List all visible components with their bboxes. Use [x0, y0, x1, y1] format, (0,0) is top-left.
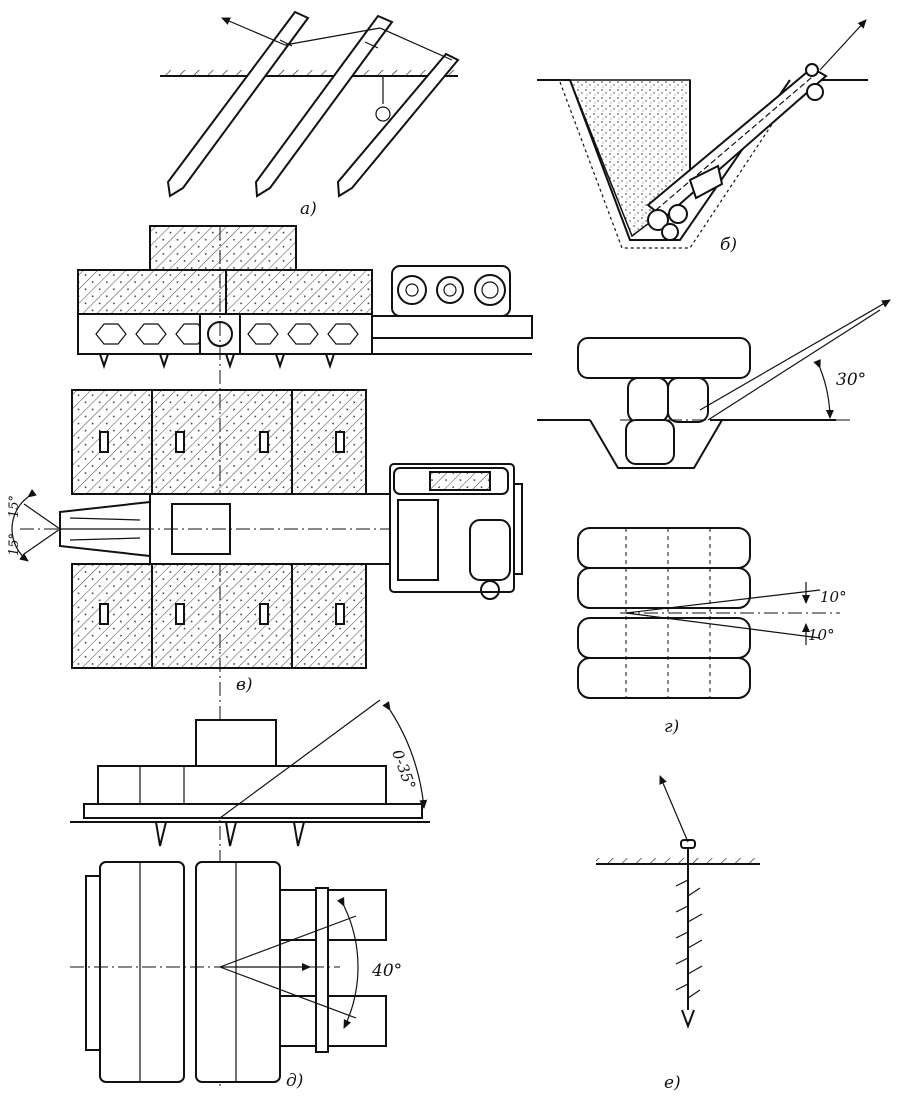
cable	[379, 27, 453, 61]
top-block	[577, 337, 751, 379]
winch-drum	[391, 265, 511, 317]
angle-10-up: 10°	[820, 588, 847, 606]
pull-arrow	[221, 17, 286, 46]
pull-line	[699, 299, 891, 411]
lifting-slots	[99, 431, 345, 625]
ballast-block	[77, 269, 227, 315]
angle-10-down: 10°	[808, 626, 835, 644]
label-v: в)	[236, 675, 253, 695]
label-b: б)	[720, 235, 737, 255]
ballast-block	[225, 269, 373, 315]
trench-outline	[569, 79, 791, 241]
ballast-block	[151, 389, 293, 495]
panel-v-side-view	[77, 225, 533, 1090]
outrigger	[279, 889, 387, 941]
ground-hatch	[160, 70, 458, 76]
ballast-block	[149, 225, 297, 271]
panel-e-diagram: е)	[596, 775, 760, 1093]
ballast-block	[291, 563, 367, 669]
angle-15-right: 15°	[7, 495, 22, 518]
drum	[195, 861, 281, 1083]
label-g: г)	[664, 717, 679, 737]
panel-d-diagram: 0-35° 40° д)	[70, 699, 430, 1091]
teeth	[99, 353, 335, 370]
tractor	[389, 463, 523, 600]
label-e: е)	[664, 1073, 681, 1093]
label-a: а)	[300, 199, 317, 219]
lift-line	[219, 699, 381, 819]
angle-15-left: 15°	[7, 533, 22, 556]
block	[625, 419, 675, 465]
drum	[99, 861, 185, 1083]
panel-a-diagram: а)	[160, 10, 460, 219]
panel-g-plan: 10° 10° г)	[577, 527, 847, 737]
angle-0-35: 0-35°	[388, 747, 419, 792]
block-row	[577, 567, 751, 609]
plumb-bob	[375, 106, 391, 122]
block-row	[577, 657, 751, 699]
pull-arrow	[819, 19, 867, 71]
winch-platform	[371, 315, 533, 339]
block	[667, 377, 709, 423]
ballast-block	[151, 563, 293, 669]
ballast-row	[97, 765, 387, 805]
angle-40: 40°	[371, 961, 402, 981]
screw-blades	[675, 879, 703, 999]
angle-30: 30°	[836, 370, 866, 390]
block-row	[577, 617, 751, 659]
panel-g-section: 30°	[537, 299, 891, 469]
label-d: д)	[286, 1071, 303, 1091]
cable	[284, 27, 381, 46]
panel-b-diagram: б)	[537, 19, 868, 255]
dragline-arm	[646, 63, 828, 241]
pile-3	[336, 52, 460, 198]
block-row	[577, 527, 751, 569]
ballast-block	[71, 563, 153, 669]
pull-arrow	[659, 775, 689, 843]
pile-1	[166, 10, 310, 198]
base-plate	[83, 803, 423, 819]
panel-v-plan-view: 15° 15° в)	[7, 389, 523, 695]
ballast-block	[291, 389, 367, 495]
top-block	[195, 719, 277, 767]
outrigger	[279, 995, 387, 1047]
pile-2	[254, 14, 394, 198]
ballast-block	[71, 389, 153, 495]
block	[627, 377, 669, 423]
